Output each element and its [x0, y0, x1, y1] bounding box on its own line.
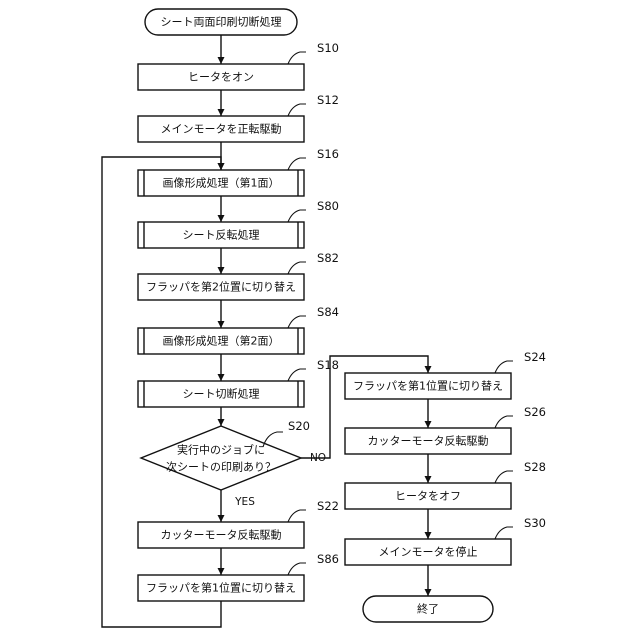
arrowhead: [425, 589, 432, 596]
node-text: フラッパを第1位置に切り替え: [146, 581, 296, 595]
node-text: 終了: [417, 602, 439, 616]
step-leader: [495, 527, 513, 539]
step-leader: [288, 210, 306, 222]
edge-label-no: NO: [310, 452, 326, 464]
step-leader: [495, 471, 513, 483]
node-text: フラッパを第2位置に切り替え: [146, 280, 296, 294]
node-s26: カッターモータ反転駆動 S26: [345, 405, 546, 454]
node-end: 終了: [363, 596, 493, 622]
node-text-line-1: 実行中のジョブに: [177, 443, 265, 457]
arrowhead: [218, 57, 225, 64]
edge-s30-to-end: [425, 565, 432, 596]
step-label-s80: S80: [317, 199, 339, 213]
node-s20: 実行中のジョブに次シートの印刷あり？ S20: [141, 419, 310, 490]
node-text: 画像形成処理（第2面）: [163, 334, 280, 348]
node-text: ヒータをオフ: [395, 490, 461, 503]
arrowhead: [425, 421, 432, 428]
node-s84: 画像形成処理（第2面） S84: [138, 305, 339, 354]
decision-diamond: [141, 426, 301, 490]
node-text: シート切断処理: [183, 387, 260, 401]
step-leader: [495, 361, 513, 373]
node-s82: フラッパを第2位置に切り替え S82: [138, 251, 339, 300]
node-s10: ヒータをオン S10: [138, 41, 339, 90]
edge-s18-to-s20: [218, 407, 225, 426]
step-label-s84: S84: [317, 305, 339, 319]
step-leader: [288, 158, 306, 170]
node-text: 画像形成処理（第1面）: [163, 176, 280, 190]
edge-s26-to-s28: [425, 454, 432, 483]
edge-s84-to-s18: [218, 354, 225, 381]
step-label-s26: S26: [524, 405, 546, 419]
edge-s80-to-s82: [218, 248, 225, 274]
edge-s20-to-s22: YES: [218, 490, 256, 522]
node-s28: ヒータをオフ S28: [345, 460, 546, 509]
edge-s82-to-s84: [218, 300, 225, 328]
node-text: ヒータをオン: [188, 71, 254, 84]
step-label-s10: S10: [317, 41, 339, 55]
node-text: カッターモータ反転駆動: [161, 528, 282, 542]
step-leader: [288, 104, 306, 116]
node-text-line-2: 次シートの印刷あり？: [166, 460, 276, 474]
arrowhead: [218, 321, 225, 328]
step-leader: [495, 416, 513, 428]
step-label-s16: S16: [317, 147, 339, 161]
arrowhead: [218, 215, 225, 222]
step-leader: [288, 52, 306, 64]
arrowhead: [218, 374, 225, 381]
node-text: メインモータを停止: [379, 545, 478, 559]
step-leader: [288, 262, 306, 274]
step-leader: [288, 510, 306, 522]
node-text: メインモータを正転駆動: [161, 122, 282, 136]
node-s30: メインモータを停止 S30: [345, 516, 546, 565]
node-text: フラッパを第1位置に切り替え: [353, 379, 503, 393]
edge-s16-to-s80: [218, 196, 225, 222]
step-label-s28: S28: [524, 460, 546, 474]
step-label-s22: S22: [317, 499, 339, 513]
step-label-s18: S18: [317, 358, 339, 372]
arrowhead: [218, 267, 225, 274]
step-leader: [288, 369, 306, 381]
node-s16: 画像形成処理（第1面） S16: [138, 147, 339, 196]
arrowhead: [218, 419, 225, 426]
node-layer: シート両面印刷切断処理ヒータをオン S10 メインモータを正転駆動 S12 画像形成処理…: [138, 9, 546, 622]
edge-start-to-s10: [218, 35, 225, 64]
node-s80: シート反転処理 S80: [138, 199, 339, 248]
step-label-s30: S30: [524, 516, 546, 530]
arrowhead: [425, 476, 432, 483]
step-label-s82: S82: [317, 251, 339, 265]
arrowhead: [218, 109, 225, 116]
edge-s10-to-s12: [218, 90, 225, 116]
arrowhead: [218, 568, 225, 575]
step-label-s12: S12: [317, 93, 339, 107]
edge-s28-to-s30: [425, 509, 432, 539]
edge-s24-to-s26: [425, 399, 432, 428]
step-label-s86: S86: [317, 552, 339, 566]
step-leader: [288, 563, 306, 575]
node-s86: フラッパを第1位置に切り替え S86: [138, 552, 339, 601]
step-leader: [288, 316, 306, 328]
arrowhead: [425, 366, 432, 373]
arrowhead: [218, 163, 225, 170]
node-start: シート両面印刷切断処理: [145, 9, 297, 35]
arrowhead: [425, 532, 432, 539]
step-label-s20: S20: [288, 419, 310, 433]
node-s18: シート切断処理 S18: [138, 358, 339, 407]
node-text: シート両面印刷切断処理: [161, 15, 282, 29]
arrowhead: [218, 515, 225, 522]
edge-label-yes: YES: [234, 496, 255, 508]
node-text: シート反転処理: [183, 229, 260, 242]
node-s12: メインモータを正転駆動 S12: [138, 93, 339, 142]
edge-s22-to-s86: [218, 548, 225, 575]
step-label-s24: S24: [524, 350, 546, 364]
node-s24: フラッパを第1位置に切り替え S24: [345, 350, 546, 399]
node-text: カッターモータ反転駆動: [368, 434, 489, 448]
